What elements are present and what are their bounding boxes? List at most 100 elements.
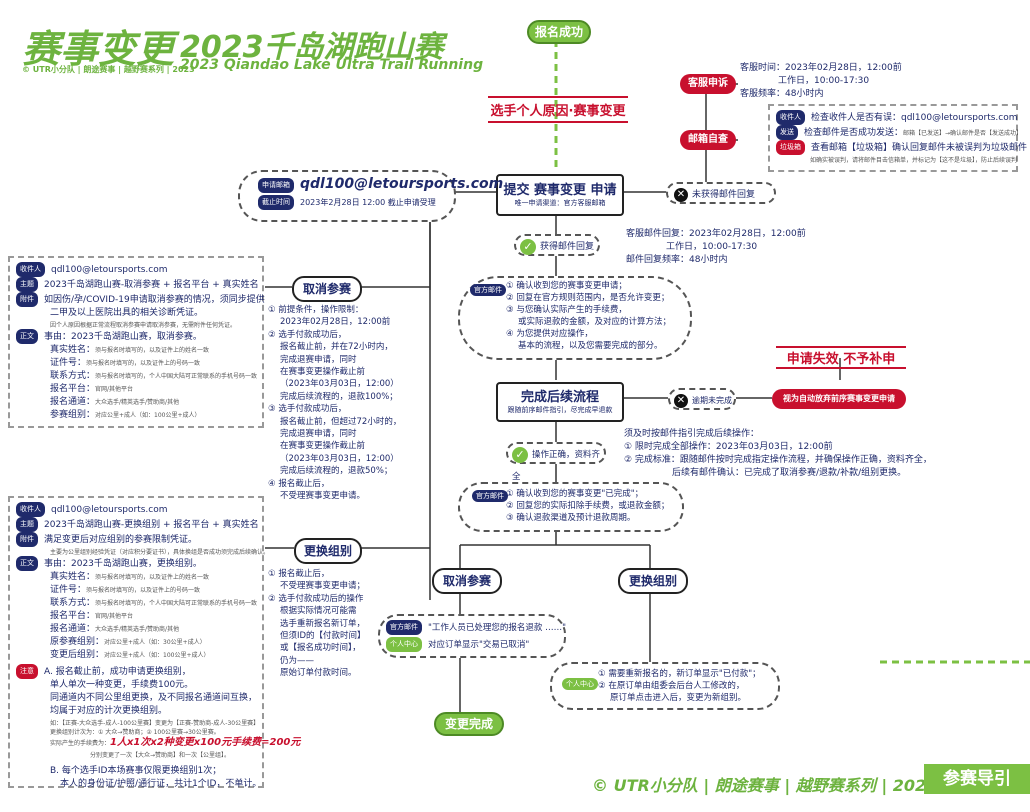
change-rules-label: 更换组别 xyxy=(294,538,362,564)
complaint-line-3: 客服频率：48小时内 xyxy=(740,89,824,99)
cancel-field-id-hint: 须与报名时填写的，以及证件上的号码一致 xyxy=(86,360,201,367)
cancel-rule-0: ① 前提条件，操作限制： xyxy=(268,305,364,315)
footer-credit: © UTR小分队 | 朗途赛事 | 越野赛系列 | 2023 xyxy=(592,776,938,795)
cross-icon: ✕ xyxy=(674,187,688,202)
submit-subtitle: 唯一申请渠道：官方客服邮箱 xyxy=(514,199,606,207)
confirm-item-1: ② 回复您的实际扣除手续费，或退款金额； xyxy=(506,501,670,511)
change-field-channel-hint: 大众选手/精英选手/赞助商/其他 xyxy=(95,626,180,633)
selfcheck-spam-note: 如确实被误判，请将邮件目击信箱单，并标记为【这不是垃圾】，防止后续误判 xyxy=(810,157,1018,164)
cancel-rule-3: 报名截止前，并在72小时内， xyxy=(280,342,393,353)
overdue-label: 逾期未完成 xyxy=(692,396,732,405)
got-reply-label: 获得邮件回复 xyxy=(540,242,595,252)
cancel-field-group-hint: 对应公里+成人（如：100公里+成人） xyxy=(95,412,201,419)
tag-attach: 附件 xyxy=(16,292,38,307)
change-branch: 更换组别 xyxy=(618,568,688,594)
change-rule-2: ② 选手付款成功后的操作 xyxy=(268,593,364,604)
reply-items: ① 确认收到您的赛事变更申请；② 回复在官方规则范围内，是否允许变更；③ 与您确… xyxy=(506,280,671,352)
reply-item-2: ③ 与您确认实际产生的手续费， xyxy=(506,305,627,315)
change-field-contact: 联系方式： xyxy=(50,598,96,608)
change-note-b1: B. 每个选手ID本场赛事仅限更换组别1次； xyxy=(50,766,222,776)
reply-item-4: ④ 为您提供对应操作， xyxy=(506,329,593,339)
tag-personal-center-2: 个人中心 xyxy=(562,678,598,690)
tag-official-mail: 官方邮件 xyxy=(470,284,506,296)
tag-official-mail-2: 官方邮件 xyxy=(472,490,508,502)
change-field-channel: 报名通道： xyxy=(50,624,96,634)
cancel-attach-1: 如因伤/孕/COVID-19申请取消参赛的情况，须同步提供 xyxy=(44,295,265,305)
cancel-rule-15: 不受理赛事变更申请。 xyxy=(280,491,366,502)
cross-icon-2: ✕ xyxy=(674,393,688,408)
selfcheck-node: 邮箱自查 xyxy=(680,130,736,150)
change-field-old-group-hint: 对应公里+成人（如：30公里+成人） xyxy=(104,639,206,646)
change-note-example-1: 如：【正赛-大众选手-成人-100公里赛】变更为【正赛-赞助商-成人-30公里赛… xyxy=(50,720,260,727)
cancel-rule-11: 在赛事变更操作截止前 xyxy=(280,441,366,452)
auto-abandon-node: 视为自动放弃前序赛事变更申请 xyxy=(772,389,906,409)
change-email: qdl100@letoursports.com xyxy=(51,505,168,515)
start-node: 报名成功 xyxy=(527,20,591,44)
cancel-rule-12: （2023年03月03日，12:00） xyxy=(280,453,399,464)
submit-title: 提交 赛事变更 申请 xyxy=(503,183,617,198)
cancel-rules-label: 取消参赛 xyxy=(292,276,362,302)
change-fee-prefix: 实际产生的手续费为： xyxy=(50,740,111,747)
check-icon-2: ✓ xyxy=(512,446,528,463)
got-reply-node: ✓获得邮件回复 xyxy=(514,234,600,256)
reason-node: 选手个人原因·赛事变更 xyxy=(488,96,628,123)
cancel-branch: 取消参赛 xyxy=(432,568,502,594)
reply-item-0: ① 确认收到您的赛事变更申请； xyxy=(506,281,627,291)
apply-email: qdl100@letoursports.com xyxy=(300,176,504,192)
cancel-field-platform: 报名平台： xyxy=(50,384,96,394)
cancel-field-contact-hint: 须与报名时填写的，个人中国大陆可正常联系的手机号码一致 xyxy=(95,373,258,380)
cancel-body-title: 事由：2023千岛湖跑山赛，取消参赛。 xyxy=(44,332,202,342)
reply-item-3: 或实际退款的金额，及对应的计算方法； xyxy=(518,317,672,327)
cancel-rule-10: 完成退赛申请，同时 xyxy=(280,429,357,440)
follow-info-1: ① 限时完成全部操作：2023年03月03日，12:00前 xyxy=(624,442,833,452)
tag-to: 收件人 xyxy=(16,262,45,277)
change-note-b2: 本人的身份证/护照/通行证，共计1个ID，不单计。 xyxy=(60,779,262,789)
change-attach-1: 满足变更后对应组别的参赛限制凭证。 xyxy=(44,535,198,545)
tag-body-2: 正文 xyxy=(16,556,38,571)
cancel-rule-4: 完成退赛申请，同时 xyxy=(280,354,357,365)
change-rule-8: 原始订单付款时间。 xyxy=(280,668,357,679)
reply-box: 官方邮件 ① 确认收到您的赛事变更申请；② 回复在官方规则范围内，是否允许变更；… xyxy=(458,276,692,360)
change-rule-6: 或【报名成功时间】， xyxy=(280,643,361,654)
tag-subject-2: 主题 xyxy=(16,517,38,532)
cancel-field-id: 证件号： xyxy=(50,358,87,368)
tag-apply-email: 申请邮箱 xyxy=(258,178,294,193)
docs-ok-node: ✓操作正确，资料齐全 xyxy=(506,442,606,482)
footer-guide: 参赛导引 xyxy=(924,764,1030,794)
confirm-item-2: ③ 确认退款渠道及预计退款周期。 xyxy=(506,513,636,523)
complaint-line-1: 客服时间：2023年02月28日，12:00前 xyxy=(740,63,902,73)
cancel-field-contact: 联系方式： xyxy=(50,371,96,381)
change-rule-0: ① 报名截止后， xyxy=(268,569,330,579)
cancel-rule-1: 2023年02月28日，12:00前 xyxy=(280,317,391,328)
change-rule-1: 不受理赛事变更申请； xyxy=(280,581,366,592)
complaint-node: 客服申诉 xyxy=(680,74,736,94)
cancel-rule-2: ② 选手付款成功后， xyxy=(268,329,347,340)
cancel-result-1: "工作人员已处理您的报名退款 ……" xyxy=(428,623,567,633)
reply-info-3: 邮件回复频率：48小时内 xyxy=(626,255,728,265)
change-subject: 2023千岛湖跑山赛-更换组别 + 报名平台 + 真实姓名 xyxy=(44,520,259,530)
complete-title: 完成后续流程 xyxy=(520,390,599,405)
no-reply-node: ✕未获得邮件回复 xyxy=(666,182,776,204)
change-field-name-hint: 须与报名时填写的，以及证件上的姓名一致 xyxy=(95,574,210,581)
cancel-result-box: 官方邮件"工作人员已处理您的报名退款 ……" 个人中心对应订单显示"交易已取消" xyxy=(378,614,566,658)
selfcheck-spam: 查看邮箱【垃圾箱】确认回复邮件未被误判为垃圾邮件 xyxy=(811,143,1028,153)
change-rule-7: 仍为—— xyxy=(280,655,315,666)
change-rule-3: 根据实际情况可能需 xyxy=(280,606,357,617)
selfcheck-send: 检查邮件是否成功发送： xyxy=(804,128,904,138)
tag-official-mail-3: 官方邮件 xyxy=(386,620,422,635)
cancel-email: qdl100@letoursports.com xyxy=(51,265,168,275)
change-fee-note: 分别变更了一次【大众→赞助商】和一次【公里组】。 xyxy=(90,752,231,759)
change-field-id: 证件号： xyxy=(50,585,87,595)
overdue-node: ✕ 逾期未完成 xyxy=(668,388,736,410)
tag-deadline: 截止时间 xyxy=(258,195,294,210)
change-field-contact-hint: 须与报名时填写的，个人中国大陆可正常联系的手机号码一致 xyxy=(95,600,258,607)
complaint-line-2: 工作日，10:00-17:30 xyxy=(778,76,870,86)
confirm-item-0: ① 确认收到您的赛事变更"已完成"； xyxy=(506,489,644,499)
cancel-rule-8: ③ 选手付款成功后， xyxy=(268,404,347,415)
docs-ok-label: 操作正确，资料齐全 xyxy=(512,450,601,482)
change-field-old-group: 原参赛组别： xyxy=(50,637,105,647)
confirm-box: 官方邮件 ① 确认收到您的赛事变更"已完成"； ② 回复您的实际扣除手续费，或退款… xyxy=(458,482,684,532)
reply-item-5: 基本的流程，以及您需要完成的部分。 xyxy=(518,341,663,351)
cancel-field-channel: 报名通道： xyxy=(50,397,96,407)
